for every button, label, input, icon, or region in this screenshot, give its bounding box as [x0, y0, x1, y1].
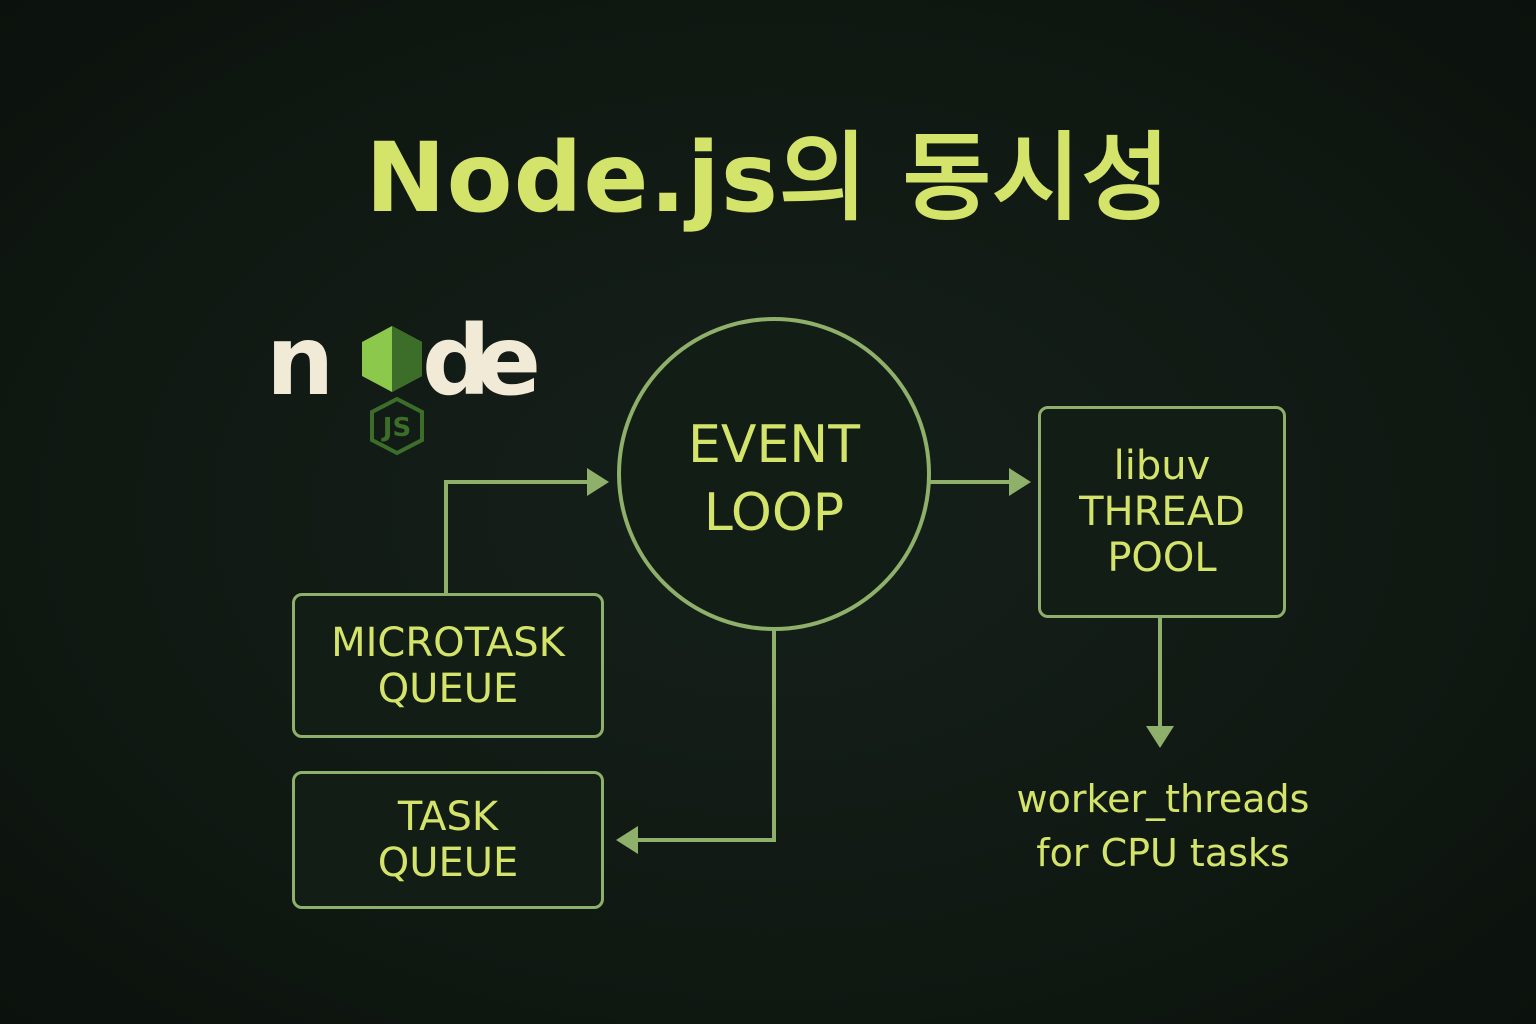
thread-pool-line-2: THREAD [1079, 489, 1245, 535]
logo-letter-d: d [422, 305, 491, 417]
logo-js-badge-icon: JS [370, 396, 424, 456]
thread-pool-arrowhead-icon [1009, 468, 1031, 496]
microtask-to-event-loop-arrow [444, 480, 604, 596]
logo-letter-e: e [476, 305, 538, 417]
logo-letter-n: n [266, 305, 334, 417]
microtask-arrowhead-icon [587, 468, 609, 496]
logo-js-badge-text: JS [381, 413, 411, 443]
microtask-queue-line-2: QUEUE [377, 665, 519, 712]
thread-pool-line-3: POOL [1107, 535, 1217, 581]
nodejs-logo-icon: n d e JS [266, 305, 538, 456]
worker-note-line-1: worker_threads [1016, 777, 1310, 821]
logo-hexagon-icon [362, 326, 422, 392]
thread-pool-line-1: libuv [1113, 443, 1211, 489]
event-loop-label: EVENT LOOP [618, 330, 930, 628]
task-queue-box: TASK QUEUE [292, 771, 604, 909]
microtask-queue-line-1: MICROTASK [331, 619, 565, 666]
microtask-queue-box: MICROTASK QUEUE [292, 593, 604, 738]
task-queue-line-2: QUEUE [377, 840, 519, 886]
event-loop-line-2: LOOP [703, 483, 845, 543]
event-loop-to-task-queue-arrow [638, 629, 776, 842]
worker-threads-note: worker_threads for CPU tasks [968, 772, 1358, 880]
page-title: Node.js의 동시성 [365, 122, 1171, 234]
task-queue-line-1: TASK [397, 794, 499, 840]
worker-arrowhead-icon [1146, 726, 1174, 748]
thread-pool-box: libuv THREAD POOL [1038, 406, 1286, 618]
event-loop-line-1: EVENT [688, 415, 860, 475]
worker-note-line-2: for CPU tasks [1036, 831, 1290, 875]
task-queue-arrowhead-icon [616, 826, 638, 854]
